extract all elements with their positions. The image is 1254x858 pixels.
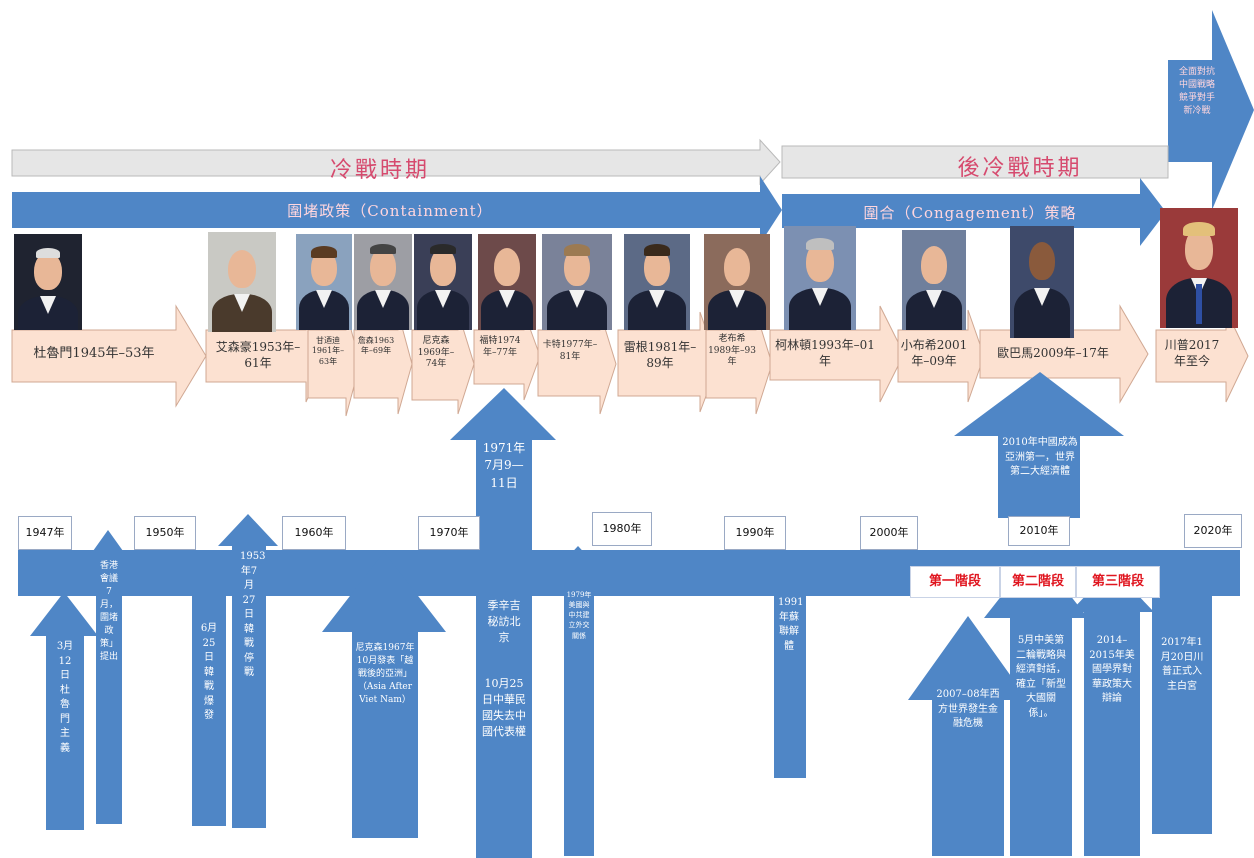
congagement-arrow <box>782 178 1166 246</box>
event-truman-doctrine: 3月12日杜魯門主義 <box>56 641 74 754</box>
containment-arrow <box>12 176 782 244</box>
president-label-trump: 川普2017年至今 <box>1164 338 1220 368</box>
event-korean-armistice: 1953年7月27日韓戰停戰 <box>240 551 266 678</box>
portrait-bush-junior <box>902 230 966 330</box>
portrait-nixon <box>414 234 472 330</box>
portrait-trump <box>1160 208 1238 328</box>
year-2010: 2010年 <box>1008 516 1070 546</box>
event-trump-inauguration: 2017年1月20日川普正式入主白宮 <box>1160 637 1204 692</box>
president-label-clinton: 柯林頓1993年–01年 <box>775 338 875 368</box>
portrait-kennedy <box>296 234 352 330</box>
new-cold-war-arrow <box>1168 10 1254 210</box>
event-korean-war-start: 6月25日韓戰爆發 <box>200 623 218 721</box>
event-policy-debate: 2014–2015年美國學界對華政策大辯論 <box>1089 635 1135 704</box>
year-1970: 1970年 <box>418 516 480 550</box>
president-label-truman: 杜魯門1945年–53年 <box>33 346 155 361</box>
event-arrow-1971 <box>450 388 556 858</box>
event-arrow-2010 <box>954 372 1124 518</box>
portrait-clinton <box>784 226 856 330</box>
portrait-obama <box>1010 226 1074 338</box>
portrait-johnson <box>354 234 412 330</box>
president-label-bush-senior: 老布希1989年–93年 <box>708 334 756 368</box>
year-1990: 1990年 <box>724 516 786 550</box>
event-nixon-asia-article: 尼克森1967年10月發表「越戰後的亞洲」（Asia After Viet Na… <box>355 643 415 706</box>
event-kissinger-date: 1971年7月9—11日 <box>482 441 526 490</box>
year-1960: 1960年 <box>282 516 346 550</box>
event-strategic-dialogue: 5月中美第二輪戰略與經濟對話，確立「新型大國關係」。 <box>1016 635 1066 719</box>
president-label-eisenhower: 艾森豪1953年–61年 <box>215 340 301 370</box>
cold-war-label: 冷戰時期 <box>329 158 430 183</box>
year-1980: 1980年 <box>592 512 652 546</box>
portrait-reagan <box>624 234 690 330</box>
post-cold-war-label: 後冷戰時期 <box>957 156 1083 181</box>
event-ussr-collapse: 1991年蘇聯解體 <box>778 597 804 652</box>
event-diplomatic-relations: 1979年美國與中共建立外交關係 <box>566 591 592 640</box>
event-china-second-economy: 2010年中國成為亞洲第一，世界第二大經濟體 <box>1002 437 1078 477</box>
portrait-truman <box>14 234 82 330</box>
portrait-carter <box>542 234 612 330</box>
portrait-ford <box>478 234 536 330</box>
year-1947: 1947年 <box>18 516 72 550</box>
president-label-reagan: 雷根1981年–89年 <box>623 340 697 370</box>
event-kissinger-visit: 季辛吉秘訪北京 <box>487 599 521 644</box>
president-label-johnson: 詹森1963年–69年 <box>357 336 395 356</box>
event-un-seat: 10月25日中華民國失去中國代表權 <box>482 677 526 738</box>
stage-2: 第二階段 <box>1000 566 1076 598</box>
president-label-bush-junior: 小布希2001年–09年 <box>900 338 968 368</box>
cold-war-arrow <box>11 138 781 186</box>
new-cold-war-text: 全面對抗中國戰略競爭對手新冷戰 <box>1178 67 1215 117</box>
portrait-eisenhower <box>208 232 276 332</box>
portrait-bush-senior <box>704 234 770 330</box>
congagement-label: 圍合（Congagement）策略 <box>863 204 1077 222</box>
president-label-ford: 福特1974年–77年 <box>479 336 521 358</box>
president-label-kennedy: 甘迺迪1961年–63年 <box>311 336 345 366</box>
year-2000: 2000年 <box>860 516 918 550</box>
president-label-obama: 歐巴馬2009年–17年 <box>997 346 1109 360</box>
event-containment-proposed: 香港會議7月，圍堵政策」提出 <box>99 561 118 663</box>
event-financial-crisis: 2007–08年西方世界發生金融危機 <box>936 689 1000 729</box>
containment-label: 圍堵政策（Containment） <box>287 202 493 220</box>
president-label-carter: 卡特1977年–81年 <box>542 340 598 362</box>
year-2020: 2020年 <box>1184 514 1242 548</box>
stage-3: 第三階段 <box>1076 566 1160 598</box>
year-1950: 1950年 <box>134 516 196 550</box>
president-label-nixon: 尼克森1969年–74年 <box>417 336 455 370</box>
post-cold-war-arrow <box>781 145 1169 179</box>
stage-1: 第一階段 <box>910 566 1000 598</box>
